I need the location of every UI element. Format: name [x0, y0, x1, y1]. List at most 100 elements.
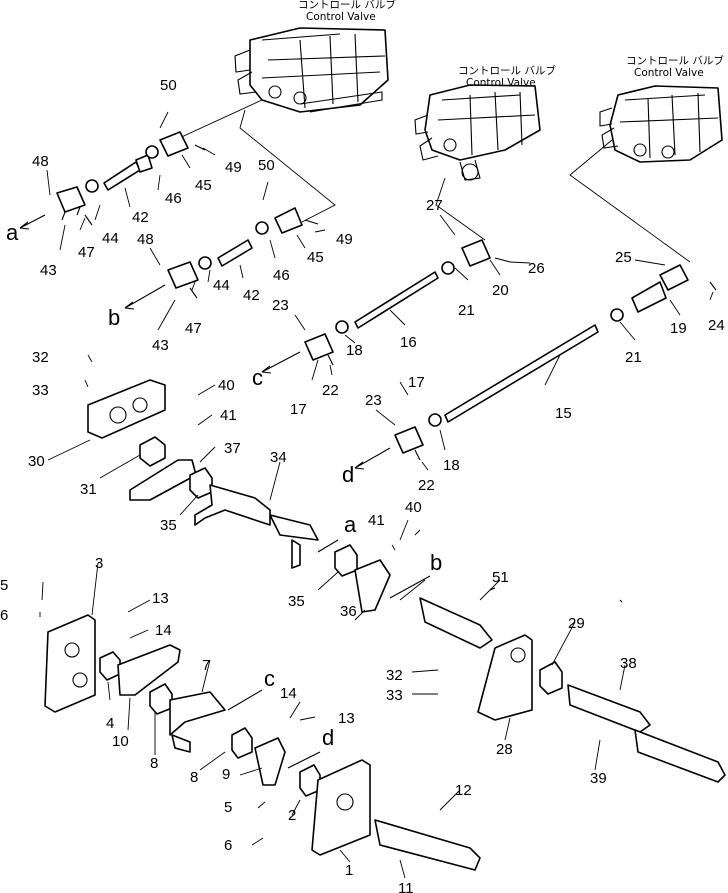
marker-a-1: a — [6, 220, 19, 245]
part-label: 23 — [365, 392, 382, 409]
bushing-4 — [99, 651, 121, 681]
marker-c-1: c — [252, 365, 263, 390]
part-label: 40 — [218, 377, 235, 394]
part-label: 13 — [152, 590, 169, 607]
part-label: 6 — [224, 837, 232, 854]
part-label: 11 — [398, 880, 414, 893]
part-label: 8 — [190, 769, 198, 786]
part-label: 42 — [243, 287, 260, 304]
control-valve-jp-2: コントロール バルブ — [458, 64, 556, 77]
marker-d-1: d — [342, 462, 354, 487]
part-label: 12 — [455, 782, 472, 799]
part-label: 45 — [307, 249, 324, 266]
marker-b-1: b — [108, 305, 120, 330]
part-label: 46 — [165, 190, 182, 207]
part-label: 38 — [620, 655, 637, 672]
control-valve-2 — [414, 84, 541, 181]
part-label: 24 — [708, 317, 725, 334]
marker-a-2: a — [344, 512, 357, 537]
part-label: 1 — [345, 862, 353, 879]
lever-37 — [129, 459, 197, 501]
part-label: 37 — [224, 440, 241, 457]
control-valve-3 — [599, 85, 723, 163]
linkage-a — [19, 131, 206, 230]
part-label: 13 — [338, 710, 355, 727]
part-label: 15 — [555, 405, 572, 422]
bushing-8b — [231, 727, 253, 759]
leader-lines — [39, 111, 714, 879]
part-label: 44 — [102, 230, 119, 247]
part-label: 28 — [496, 741, 513, 758]
shaft-38 — [567, 684, 651, 733]
shaft-34 — [194, 484, 319, 569]
part-number-labels: 50 48 49 42 46 45 44 47 43 50 49 42 46 4… — [0, 77, 725, 893]
control-valve-jp-3: コントロール バルブ — [626, 54, 724, 67]
part-label: 25 — [615, 249, 632, 266]
part-label: 22 — [322, 382, 339, 399]
bushing-35b — [334, 544, 358, 577]
part-label: 30 — [28, 453, 45, 470]
part-label: 50 — [160, 77, 177, 94]
part-label: 7 — [202, 657, 210, 674]
part-label: 17 — [408, 374, 425, 391]
bracket-28 — [477, 634, 533, 721]
part-label: 48 — [32, 153, 49, 170]
part-label: 32 — [386, 667, 403, 684]
part-label: 44 — [213, 277, 230, 294]
part-label: 5 — [224, 799, 232, 816]
part-label: 33 — [32, 382, 49, 399]
part-label: 50 — [258, 157, 275, 174]
lever-10 — [117, 644, 181, 696]
rod-11 — [374, 819, 481, 871]
part-label: 35 — [288, 593, 305, 610]
part-label: 36 — [340, 603, 357, 620]
part-label: 34 — [270, 449, 287, 466]
part-label: 14 — [155, 622, 172, 639]
part-label: 45 — [195, 177, 212, 194]
bracket-1 — [311, 759, 371, 856]
part-label: 23 — [272, 297, 289, 314]
part-label: 18 — [346, 342, 363, 359]
part-label: 2 — [288, 807, 296, 824]
part-label: 43 — [152, 337, 169, 354]
shaft-7 — [169, 691, 226, 753]
part-label: 47 — [78, 244, 95, 261]
part-label: 14 — [280, 685, 297, 702]
part-label: 22 — [418, 477, 435, 494]
part-label: 33 — [386, 687, 403, 704]
part-label: 21 — [625, 349, 642, 366]
part-label: 49 — [336, 231, 353, 248]
part-label: 49 — [225, 159, 242, 176]
lever-9 — [254, 737, 286, 786]
linkage-c — [261, 239, 511, 374]
bushing-8 — [149, 683, 173, 715]
part-label: 41 — [220, 407, 237, 424]
part-label: 31 — [80, 481, 97, 498]
part-label: 51 — [492, 569, 509, 586]
part-label: 9 — [222, 766, 230, 783]
bushing-31 — [139, 436, 166, 467]
part-label: 46 — [273, 267, 290, 284]
part-label: 18 — [443, 457, 460, 474]
part-label: 6 — [0, 607, 8, 624]
part-label: 16 — [400, 334, 417, 351]
part-label: 17 — [290, 401, 307, 418]
pipe-51 — [419, 597, 493, 649]
control-valve-en-3: Control Valve — [634, 67, 704, 79]
bracket-30 — [87, 379, 166, 439]
shaft-39 — [634, 729, 726, 783]
part-label: 3 — [95, 555, 103, 572]
part-label: 8 — [150, 755, 158, 772]
linkage-b — [124, 207, 319, 310]
linkage-d — [354, 264, 717, 470]
part-label: 40 — [405, 499, 422, 516]
control-valve-en-2: Control Valve — [466, 77, 536, 89]
part-label: 43 — [40, 262, 57, 279]
part-label: 27 — [426, 197, 443, 214]
part-label: 41 — [368, 512, 385, 529]
part-label: 19 — [670, 320, 687, 337]
bracket-3 — [44, 614, 96, 713]
part-label: 32 — [32, 349, 49, 366]
bushing-29 — [539, 661, 563, 695]
part-label: 21 — [458, 302, 475, 319]
